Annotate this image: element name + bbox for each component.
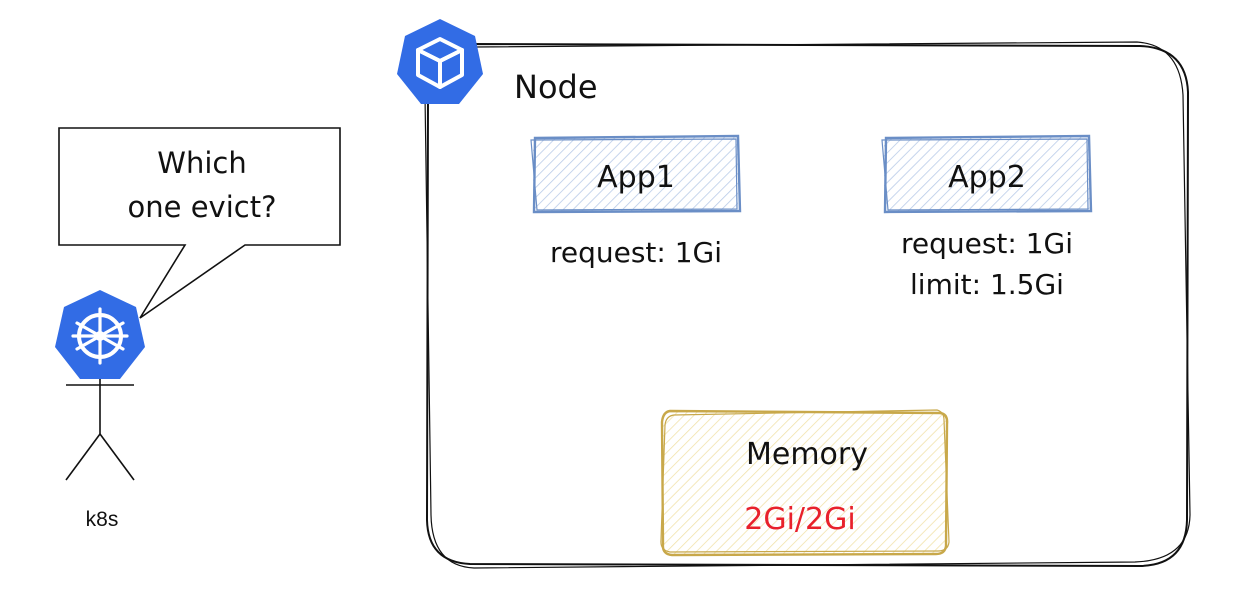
speech-line-1: Which — [157, 146, 246, 180]
memory-usage: 2Gi/2Gi — [744, 502, 855, 537]
app2-box: App2 — [881, 134, 1093, 214]
app1-label: App1 — [597, 160, 675, 195]
speech-line-2: one evict? — [128, 190, 277, 224]
app1-request: request: 1Gi — [550, 236, 722, 269]
speech-bubble: Which one evict? — [58, 127, 341, 319]
kubernetes-helm-icon — [55, 290, 145, 379]
app2-label: App2 — [948, 160, 1026, 195]
actor-label: k8s — [86, 508, 119, 531]
node-title: Node — [514, 68, 598, 106]
app2-request: request: 1Gi — [901, 227, 1073, 260]
memory-box: Memory 2Gi/2Gi — [660, 409, 950, 557]
stick-figure — [65, 379, 135, 481]
app2-limit: limit: 1.5Gi — [910, 268, 1064, 301]
app1-box: App1 — [530, 134, 742, 214]
memory-label: Memory — [746, 437, 868, 472]
kubernetes-node-cube-icon — [397, 19, 483, 104]
